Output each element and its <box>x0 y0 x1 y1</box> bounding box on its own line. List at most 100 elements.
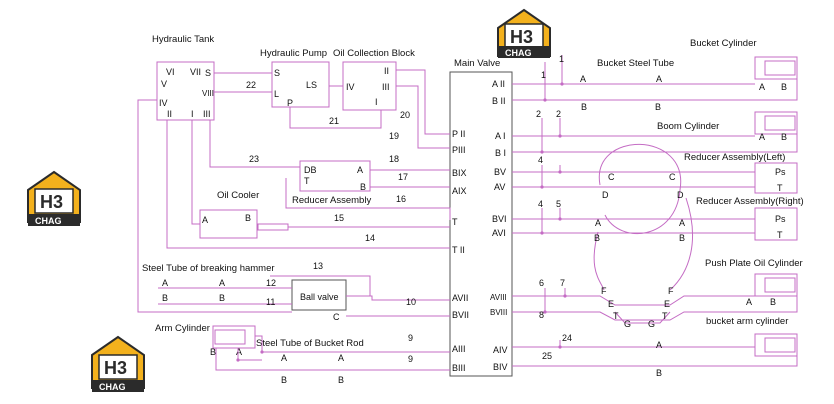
tank-port-viii: VIII <box>202 89 214 98</box>
tank-port-v: V <box>161 79 167 89</box>
pipe-label-t: T <box>662 311 668 321</box>
reducer-right-port-t: T <box>777 230 783 240</box>
main-port-av: AV <box>494 182 505 192</box>
arm-cylinder: B A <box>210 325 256 357</box>
push-cyl-port-a: A <box>746 297 752 307</box>
hydraulic-pump: S LS L P <box>271 61 330 108</box>
line-number-12: 12 <box>266 278 276 288</box>
push-plate-cylinder: A B <box>746 273 798 307</box>
pipe-label-a: A <box>281 353 287 363</box>
pipe-label-a: A <box>595 218 601 228</box>
tank-port-vi: VI <box>166 67 175 77</box>
line-number-1: 1 <box>541 70 546 80</box>
label-breaking-hammer-tube: Steel Tube of breaking hammer <box>142 263 275 274</box>
bucket-cyl-port-b: B <box>781 82 787 92</box>
tank-port-s: S <box>205 68 211 78</box>
pipe-label-e: E <box>664 299 670 309</box>
main-port-bi: B I <box>495 148 506 158</box>
pump-port-l: L <box>274 89 279 99</box>
label-push-plate-cylinder: Push Plate Oil Cylinder <box>705 258 803 269</box>
line-number-1: 1 <box>559 54 564 64</box>
pipe-label-f: F <box>601 286 607 296</box>
pipe-label-f: F <box>668 286 674 296</box>
main-port-bix: BIX <box>452 168 467 178</box>
main-port-pii: P II <box>452 129 465 139</box>
label-hydraulic-tank: Hydraulic Tank <box>152 34 214 45</box>
logo-bottom: H3 CHAG <box>91 335 145 392</box>
line-number-7: 7 <box>560 278 565 288</box>
line-number-10: 10 <box>406 297 416 307</box>
line-number-24: 24 <box>562 333 572 343</box>
pipe-label-b: B <box>679 233 685 243</box>
logo-bottom-subtext: CHAG <box>99 382 126 392</box>
cooler-port-b: B <box>245 213 251 223</box>
bucket-cyl-port-a: A <box>759 82 765 92</box>
logo-top: H3 CHAG <box>497 8 551 58</box>
main-port-aiv: AIV <box>493 345 508 355</box>
ball-valve-port-c: C <box>333 312 340 322</box>
reducer-left-assembly: Ps T <box>754 162 798 194</box>
reducer-port-b: B <box>360 182 366 192</box>
ball-valve: Ball valve C <box>291 279 347 322</box>
hydraulic-tank: VI VII S V VIII IV II I III <box>156 61 215 121</box>
main-port-ai: A I <box>495 131 506 141</box>
logo-top-text: H3 <box>510 27 533 47</box>
pipe-label-b: B <box>581 102 587 112</box>
line-number-15: 15 <box>334 213 344 223</box>
line-number-2: 2 <box>556 109 561 119</box>
line-number-11: 11 <box>266 297 275 307</box>
line-number-4: 4 <box>538 155 543 165</box>
block-port-ii: II <box>384 66 389 76</box>
main-port-biii: BIII <box>452 363 466 373</box>
ball-valve-label: Ball valve <box>300 292 339 302</box>
pipe-label-a: A <box>338 353 344 363</box>
line-number-13: 13 <box>313 261 323 271</box>
label-hydraulic-pump: Hydraulic Pump <box>260 48 327 59</box>
pipe-label-b: B <box>655 102 661 112</box>
line-number-9: 9 <box>408 354 413 364</box>
reducer-port-db: DB <box>304 165 317 175</box>
pipe-label-b: B <box>338 375 344 385</box>
pipe-label-t: T <box>613 311 619 321</box>
label-main-valve: Main Valve <box>454 58 500 69</box>
reducer-right-port-ps: Ps <box>775 214 786 224</box>
pipe-label-a: A <box>656 340 662 350</box>
pipe-label-d: D <box>677 190 684 200</box>
pipe-label-b: B <box>162 293 168 303</box>
reducer-port-a: A <box>357 165 363 175</box>
pipe-label-a: A <box>679 218 685 228</box>
cooler-port-a: A <box>202 215 208 225</box>
arm-cyl-port-a: A <box>236 347 242 357</box>
tank-port-iv: IV <box>159 98 168 108</box>
line-number-23: 23 <box>249 154 259 164</box>
pipe-label-g: G <box>648 319 655 329</box>
line-number-4: 4 <box>538 199 543 209</box>
pipe-label-d: D <box>602 190 609 200</box>
label-reducer-assembly: Reducer Assembly <box>292 195 371 206</box>
line-number-17: 17 <box>398 172 408 182</box>
main-port-avii: AVII <box>452 293 468 303</box>
push-cyl-port-b: B <box>770 297 776 307</box>
pipe-label-b: B <box>281 375 287 385</box>
label-reducer-right: Reducer Assembly(Right) <box>696 196 804 207</box>
line-number-14: 14 <box>365 233 375 243</box>
pipe-label-a: A <box>162 278 168 288</box>
line-number-20: 20 <box>400 110 410 120</box>
line-number-19: 19 <box>389 131 399 141</box>
arm-cyl-port-b: B <box>210 347 216 357</box>
oil-collection-block: II IV III I <box>342 61 397 111</box>
main-port-aviii: AVIII <box>490 293 507 302</box>
line-numbers: 1 1 2 2 4 4 5 6 7 8 9 9 10 11 12 13 14 1… <box>246 54 572 364</box>
main-port-avi: AVI <box>492 228 506 238</box>
reducer-port-t: T <box>304 176 310 186</box>
main-port-t: T <box>452 217 458 227</box>
pipe-label-g: G <box>624 319 631 329</box>
logo-bottom-text: H3 <box>104 358 127 378</box>
reducer-left-port-ps: Ps <box>775 167 786 177</box>
boom-cyl-port-a: A <box>759 132 765 142</box>
label-bucket-cylinder: Bucket Cylinder <box>690 38 757 49</box>
block-port-i: I <box>375 97 378 107</box>
logo-left-text: H3 <box>40 192 63 212</box>
pump-port-s: S <box>274 68 280 78</box>
